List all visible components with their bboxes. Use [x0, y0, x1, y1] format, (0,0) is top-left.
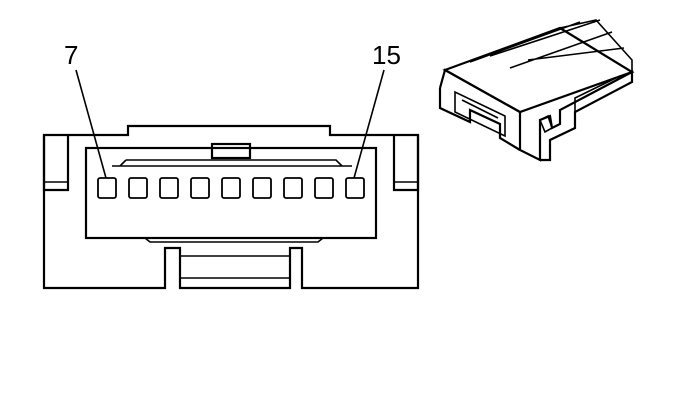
label-pin-15: 15: [372, 40, 401, 70]
pin-cavity: [221, 177, 241, 199]
pin-cavity: [314, 177, 334, 199]
pin-cavity: [97, 177, 117, 199]
pin-labels: 7 15: [64, 40, 401, 179]
left-latch-ear: [42, 135, 70, 192]
pin-cavity: [252, 177, 272, 199]
right-latch-ear: [392, 135, 420, 192]
iso-side-latch: [538, 75, 621, 134]
leader-line-pin-15: [353, 69, 385, 179]
label-pin-7: 7: [64, 40, 78, 70]
pin-cavity: [345, 177, 365, 199]
pin-cavity: [283, 177, 303, 199]
connector-body-outline: [42, 124, 420, 290]
pin-cavities: [97, 177, 365, 199]
iso-front-face: [438, 68, 634, 162]
pin-cavity: [159, 177, 179, 199]
iso-front-opening: [454, 90, 506, 138]
pin-cavity: [190, 177, 210, 199]
leader-line-pin-7: [75, 69, 107, 179]
connector-isometric-view: [438, 19, 635, 162]
pin-cavity: [128, 177, 148, 199]
top-key-tab: [210, 142, 252, 160]
iso-top-ribs: [469, 19, 633, 72]
lower-rail: [144, 237, 324, 243]
bottom-channel: [179, 255, 291, 288]
upper-rail: [112, 159, 352, 167]
connector-face-view: [42, 124, 420, 290]
